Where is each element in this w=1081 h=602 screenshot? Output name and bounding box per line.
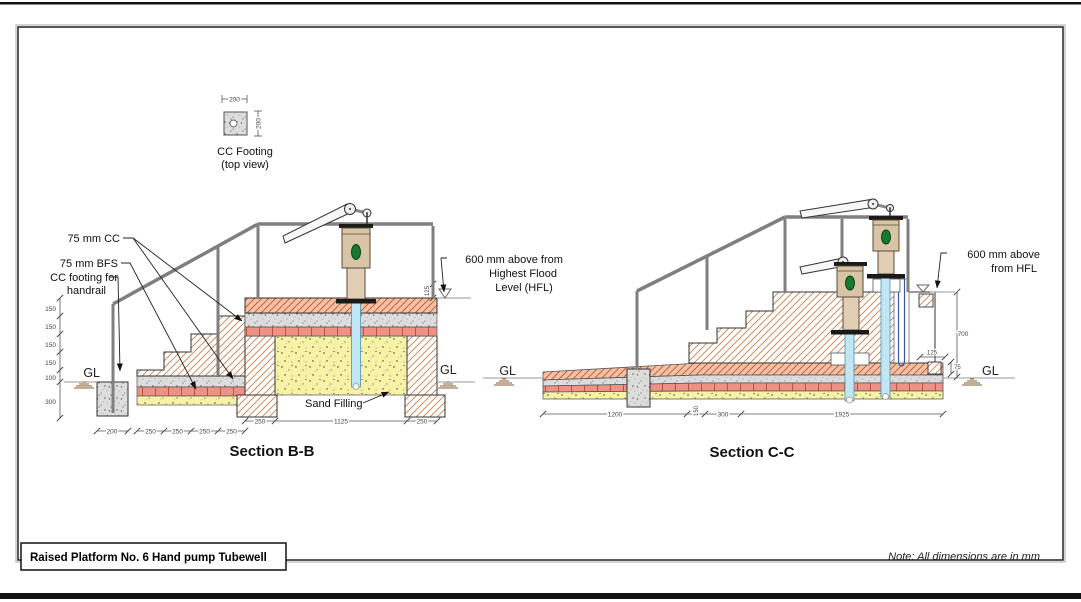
dim-label: 200 [107, 429, 118, 436]
label-75mm-bfs: 75 mm BFS [60, 258, 118, 270]
dim-label: 250 [226, 429, 237, 436]
cc-footing-top-view: 200 200 CC Footing (top view) [217, 95, 273, 171]
label-hfl-3: Level (HFL) [495, 282, 552, 294]
dim-label: 250 [255, 419, 266, 426]
cc-lower-pipe-end [846, 396, 853, 404]
label-hfl-1: 600 mm above from [465, 254, 563, 266]
dim-label: 150 [45, 360, 56, 367]
label-sand-filling: Sand Filling [305, 398, 362, 410]
bb-left-dim-chain: 150 150 150 150 100 300 [44, 294, 64, 422]
bb-coping [244, 297, 438, 314]
bb-bfs-layer [244, 326, 438, 337]
cc-upper-hand-pump [799, 198, 905, 279]
footing-height-dim: 200 [256, 118, 263, 129]
cc-spout-block-lower [927, 361, 942, 375]
cc-upper-pipe-end [882, 393, 889, 400]
label-75mm-cc: 75 mm CC [67, 233, 120, 245]
pump-spout-icon [845, 275, 855, 291]
bb-bottom-dims: 200 250 250 250 250 250 1125 250 [93, 417, 441, 437]
footing-detail-subtitle: (top view) [221, 159, 269, 171]
dim-label: 100 [45, 375, 56, 382]
bb-ground [64, 381, 475, 389]
cc-upper-riser-pipe [880, 277, 891, 398]
cc-handrail-footing [626, 368, 651, 408]
dim-label: 1925 [835, 412, 850, 419]
bb-right-base-footing [404, 394, 446, 418]
dim-label: 250 [199, 429, 210, 436]
cc-hfl-leader [934, 252, 947, 289]
sheet-bottom-rule [0, 593, 1081, 599]
label-hfl-1: 600 mm above [967, 249, 1040, 261]
section-bb-title: Section B-B [229, 443, 314, 460]
pump-spout-icon [351, 244, 361, 260]
label-hfl-2: from HFL [991, 263, 1037, 275]
dim-label: 75 [954, 365, 961, 371]
dim-label: 150 [45, 306, 56, 313]
cc-right-dims: 700 125 75 [916, 288, 970, 381]
section-bb: 125 [44, 203, 563, 460]
gl-label-right: GL [982, 364, 999, 378]
section-cc-title: Section C-C [709, 444, 794, 461]
dim-label: 125 [927, 351, 938, 357]
dim-label: 300 [45, 399, 56, 406]
cc-bottom-dims: 1200 150 300 1925 [539, 404, 947, 420]
dim-label: 250 [417, 419, 428, 426]
dim-label: 150 [45, 342, 56, 349]
hfl-triangle-icon [915, 284, 931, 293]
title-block-box [20, 542, 287, 571]
dim-label: 250 [172, 429, 183, 436]
border-outer [15, 24, 1066, 563]
gl-label-left: GL [83, 366, 100, 380]
pipe-hole-icon [229, 119, 238, 128]
dim-label: 700 [958, 331, 969, 338]
dim-label: 150 [694, 405, 700, 416]
dim-label: 1200 [608, 412, 623, 419]
bb-left-base-footing [236, 394, 278, 418]
gl-label-left: GL [499, 364, 516, 378]
bb-platform [236, 297, 446, 418]
title-block-text: Raised Platform No. 6 Hand pump Tubewell [30, 552, 267, 564]
dim-label: 250 [145, 429, 156, 436]
cc-pipe-chase [893, 278, 910, 364]
bb-cc-layer [244, 312, 438, 328]
cc-ground [483, 377, 1015, 386]
bb-leader-lines [110, 237, 447, 404]
cc-spout-block-upper [918, 293, 934, 308]
bb-hand-pump [282, 203, 376, 304]
bb-hfl-offset-dim: 125 [425, 285, 431, 296]
label-cc-footing-2: handrail [67, 285, 106, 297]
cc-hfl-marker [915, 284, 955, 293]
bb-right-wall [406, 335, 438, 396]
cc-annotations: GL GL 600 mm above from HFL [499, 249, 1040, 378]
sheet-top-rule [0, 2, 1081, 5]
bb-pipe-end [352, 383, 360, 390]
bb-left-wall [244, 335, 276, 396]
pump-spout-icon [881, 229, 891, 245]
bb-handrail [111, 222, 435, 413]
section-cc: 700 125 75 1200 150 300 1925 GL GL 600 m… [483, 198, 1040, 461]
gl-label-right: GL [440, 363, 457, 377]
bb-annotations: GL GL 75 mm CC 75 mm BFS CC footing for … [50, 233, 563, 410]
label-cc-footing-1: CC footing for [50, 272, 118, 284]
cc-lower-hand-pump [799, 256, 869, 335]
dim-label: 1125 [334, 419, 348, 426]
footing-detail-title: CC Footing [217, 146, 273, 158]
dim-label: 300 [718, 412, 729, 419]
footing-width-dim: 200 [229, 97, 240, 104]
cc-lower-riser-pipe [844, 333, 855, 402]
label-hfl-2: Highest Flood [489, 268, 557, 280]
bb-sand-fill [274, 335, 408, 396]
cc-small-pipe [897, 279, 906, 367]
note-text: Note: All dimensions are in mm [888, 551, 1040, 563]
bb-riser-pipe [351, 302, 361, 388]
dim-label: 150 [45, 324, 56, 331]
